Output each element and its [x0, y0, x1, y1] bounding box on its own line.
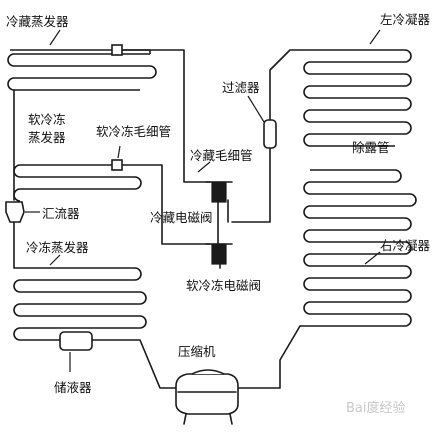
leader-left-cond	[369, 29, 381, 45]
return-pipe-left	[13, 89, 21, 269]
leader-soft-cap	[117, 145, 121, 159]
filter-body	[263, 119, 277, 149]
label-freeze-evaporator: 冷冻蒸发器	[26, 240, 89, 255]
label-right-condenser: 右冷凝器	[380, 238, 431, 253]
anti-dew-pipe-coil	[303, 133, 417, 207]
label-soft-freeze-capillary: 软冷冻毛细管	[96, 124, 171, 139]
leader-right-cond	[364, 251, 381, 265]
receiver-body	[59, 331, 93, 351]
leader-fridge-cap	[197, 161, 211, 173]
compressor-discharge-pipe	[231, 325, 301, 389]
label-anti-dew-pipe: 除露管	[352, 140, 390, 155]
label-left-condenser: 左冷凝器	[380, 12, 431, 27]
fridge-capillary-junction	[111, 44, 123, 56]
leader-fridge-evap	[49, 29, 61, 46]
soft-freeze-solenoid-valve	[211, 243, 227, 265]
soft-freeze-capillary-junction	[111, 159, 123, 171]
label-soft-freeze-valve: 软冷冻电磁阀	[186, 278, 261, 293]
label-accumulator: 汇流器	[42, 206, 80, 221]
filter-outlet-pipe	[231, 147, 271, 223]
leader-freeze-evap	[49, 254, 61, 266]
label-soft-freeze-evap-1: 软冷冻	[28, 112, 66, 127]
watermark: Bai度经验	[346, 400, 406, 416]
condenser-to-filter-pipe	[269, 49, 301, 121]
label-compressor: 压缩机	[178, 344, 216, 359]
fridge-capillary-line	[121, 49, 211, 183]
fridge-evaporator-coil	[7, 49, 157, 91]
left-condenser-coil	[300, 49, 412, 135]
right-condenser-coil	[300, 205, 412, 327]
label-fridge-valve: 冷藏电磁阀	[150, 210, 213, 225]
label-fridge-capillary: 冷藏毛细管	[190, 148, 253, 163]
compressor-suction-pipe	[91, 339, 181, 389]
label-soft-freeze-evap-2: 蒸发器	[28, 130, 66, 145]
accumulator-body	[5, 201, 25, 223]
label-filter: 过滤器	[222, 80, 260, 95]
compressor	[175, 369, 239, 425]
freeze-evaporator-coil	[13, 267, 147, 341]
label-fridge-evaporator: 冷藏蒸发器	[6, 14, 69, 29]
fridge-solenoid-valve	[211, 181, 227, 203]
soft-freeze-capillary-line	[121, 164, 211, 245]
leader-filter	[247, 95, 265, 123]
label-receiver: 储液器	[54, 380, 92, 395]
